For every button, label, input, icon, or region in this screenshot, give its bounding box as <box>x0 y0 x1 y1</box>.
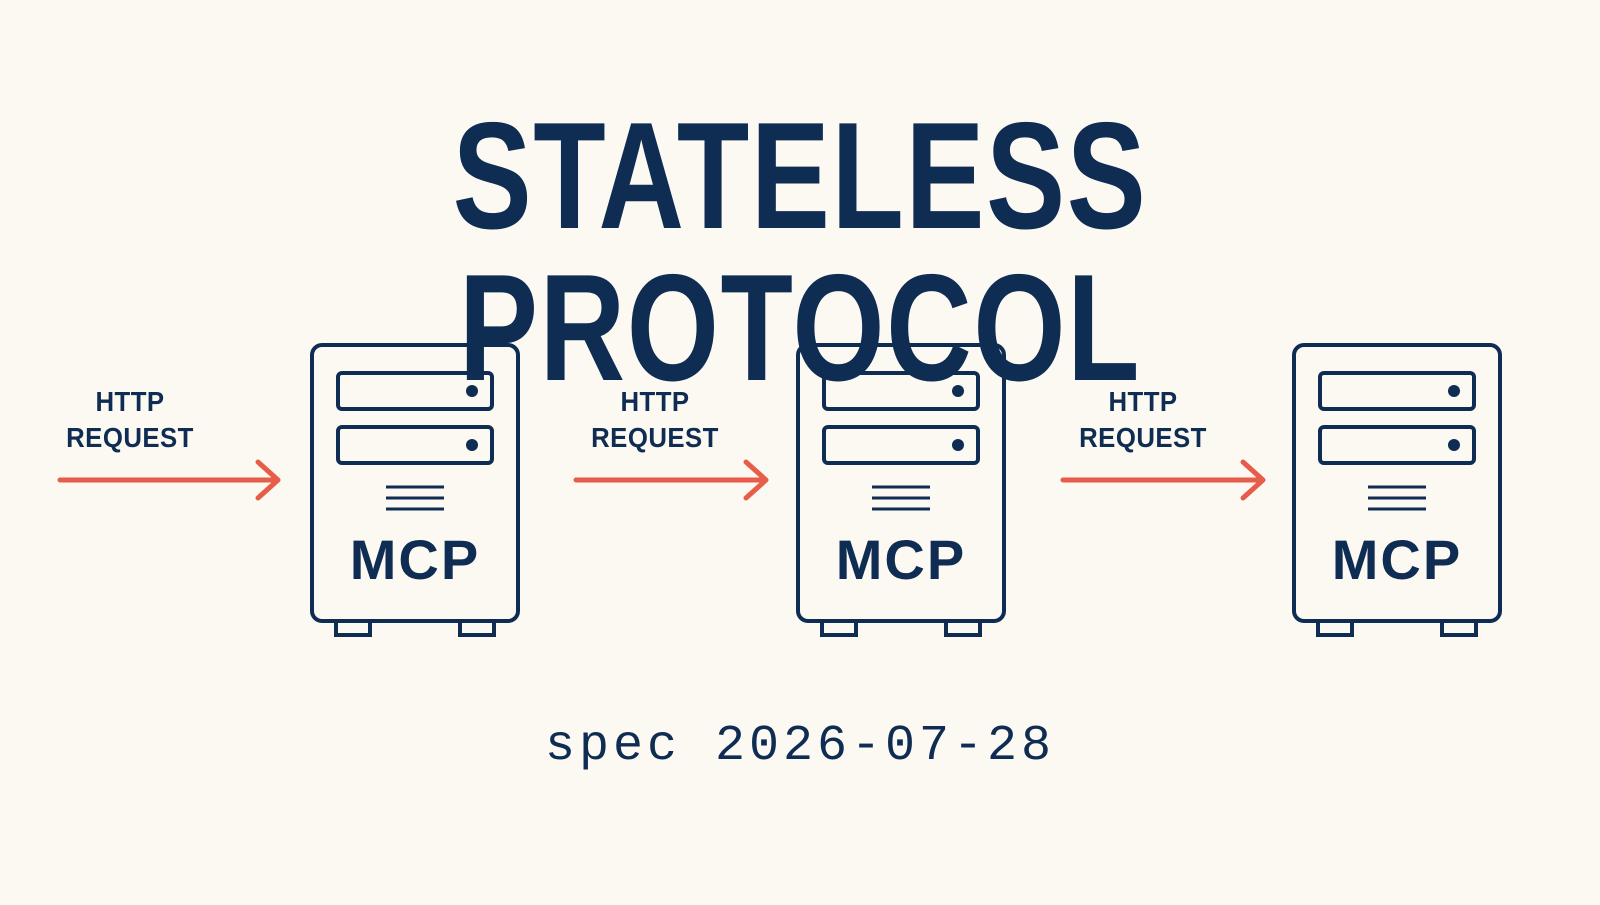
server-label: MCP <box>1332 528 1462 591</box>
server-label: MCP <box>836 528 966 591</box>
diagram-title: STATELESS PROTOCOL <box>452 91 1148 413</box>
http-request-label-line1: HTTP <box>1108 386 1178 417</box>
http-request-label: HTTP REQUEST <box>1051 384 1235 456</box>
server-icon: MCP <box>1292 343 1502 637</box>
http-request-label-line1: HTTP <box>620 386 690 417</box>
http-request-label: HTTP REQUEST <box>563 384 747 456</box>
http-request-label-line2: REQUEST <box>591 422 719 453</box>
request-arrow <box>57 459 281 501</box>
http-request-label-line2: REQUEST <box>1079 422 1207 453</box>
server-icon: MCP <box>796 343 1006 637</box>
http-request-label-line1: HTTP <box>95 386 165 417</box>
spec-version-label: spec 2026-07-28 <box>544 718 1056 775</box>
http-request-label-line2: REQUEST <box>66 422 194 453</box>
server-label: MCP <box>350 528 480 591</box>
request-arrow <box>1060 459 1266 501</box>
http-request-label: HTTP REQUEST <box>38 384 222 456</box>
request-arrow <box>573 459 769 501</box>
server-icon: MCP <box>310 343 520 637</box>
